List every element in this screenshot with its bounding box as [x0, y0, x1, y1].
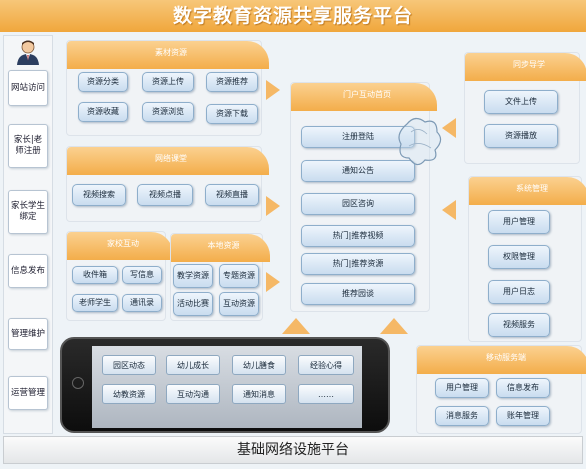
portal-header: 门户互动首页: [291, 83, 437, 111]
phone-preschool-resource-button[interactable]: 幼教资源: [102, 384, 156, 404]
video-header: 网络课堂: [67, 147, 269, 175]
hot-video-button[interactable]: 热门|推荐视频: [301, 225, 415, 247]
resource-recommend-button[interactable]: 资源推荐: [206, 72, 258, 92]
sidebar-item-info-publish[interactable]: 信息发布: [8, 254, 48, 288]
resource-play-button[interactable]: 资源播放: [484, 124, 558, 148]
sync-header: 同步导学: [465, 53, 586, 81]
user-log-button[interactable]: 用户日志: [488, 280, 550, 304]
sidebar-item-operations[interactable]: 运营管理: [8, 376, 48, 410]
infrastructure-footer: 基础网络设施平台: [3, 436, 583, 464]
resource-download-button[interactable]: 资源下载: [206, 104, 258, 124]
phone-more-button[interactable]: ……: [298, 384, 354, 404]
phone-interaction-button[interactable]: 互动沟通: [166, 384, 220, 404]
cloud-icon: [395, 112, 445, 172]
phone-notification-button[interactable]: 通知消息: [232, 384, 286, 404]
video-live-button[interactable]: 视频直播: [205, 184, 259, 206]
sidebar-item-binding[interactable]: 家长学生绑定: [8, 190, 48, 234]
video-ondemand-button[interactable]: 视频点播: [137, 184, 193, 206]
sidebar-item-register[interactable]: 家长|老师注册: [8, 124, 48, 168]
notice-button[interactable]: 通知公告: [301, 160, 415, 182]
teacher-student-button[interactable]: 老师学生: [72, 294, 118, 312]
arrow-right-icon: [266, 196, 280, 216]
mobile-account-manage-button[interactable]: 账年管理: [496, 406, 550, 426]
arrow-up-icon: [380, 318, 408, 334]
page-title: 数字教育资源共享服务平台: [0, 0, 586, 32]
interactive-resource-button[interactable]: 互动资源: [219, 292, 259, 316]
home-school-header: 家校互动: [67, 232, 173, 260]
hot-resource-button[interactable]: 热门|推荐资源: [301, 253, 415, 275]
phone-child-growth-button[interactable]: 幼儿成长: [166, 355, 220, 375]
local-header: 本地资源: [171, 234, 270, 262]
system-header: 系统管理: [469, 177, 586, 205]
mobile-header: 移动服务端: [417, 346, 586, 374]
login-register-button[interactable]: 注册登陆: [301, 126, 415, 148]
campus-consult-button[interactable]: 园区咨询: [301, 193, 415, 215]
resource-browse-button[interactable]: 资源浏览: [142, 102, 194, 122]
arrow-right-icon: [266, 80, 280, 100]
activity-contest-button[interactable]: 活动比赛: [173, 292, 213, 316]
recommend-talk-button[interactable]: 推荐园谈: [301, 283, 415, 305]
phone-home-button-icon: [72, 377, 84, 389]
permission-manage-button[interactable]: 权限管理: [488, 245, 550, 269]
file-upload-button[interactable]: 文件上传: [484, 90, 558, 114]
video-service-button[interactable]: 视频服务: [488, 313, 550, 337]
user-manage-button[interactable]: 用户管理: [488, 210, 550, 234]
user-avatar-icon: [14, 38, 42, 66]
phone-campus-news-button[interactable]: 园区动态: [102, 355, 156, 375]
arrow-up-icon: [282, 318, 310, 334]
arrow-right-icon: [266, 272, 280, 292]
resource-category-button[interactable]: 资源分类: [78, 72, 128, 92]
arrow-left-icon: [442, 118, 456, 138]
contacts-button[interactable]: 通讯录: [122, 294, 162, 312]
write-message-button[interactable]: 写信息: [122, 266, 162, 284]
sidebar-item-site-visit[interactable]: 网站访问: [8, 70, 48, 106]
resource-favorite-button[interactable]: 资源收藏: [78, 102, 128, 122]
mobile-user-manage-button[interactable]: 用户管理: [435, 378, 489, 398]
video-search-button[interactable]: 视频搜索: [72, 184, 126, 206]
sidebar-item-maintenance[interactable]: 管理维护: [8, 318, 48, 350]
resources-header: 素材资源: [67, 41, 269, 69]
inbox-button[interactable]: 收件箱: [72, 266, 118, 284]
arrow-left-icon: [442, 200, 456, 220]
topic-resource-button[interactable]: 专题资源: [219, 264, 259, 288]
resource-upload-button[interactable]: 资源上传: [142, 72, 194, 92]
phone-experience-button[interactable]: 经验心得: [298, 355, 354, 375]
mobile-message-service-button[interactable]: 消息服务: [435, 406, 489, 426]
teaching-resource-button[interactable]: 教学资源: [173, 264, 213, 288]
phone-meal-button[interactable]: 幼儿膳食: [232, 355, 286, 375]
mobile-info-publish-button[interactable]: 信息发布: [496, 378, 550, 398]
